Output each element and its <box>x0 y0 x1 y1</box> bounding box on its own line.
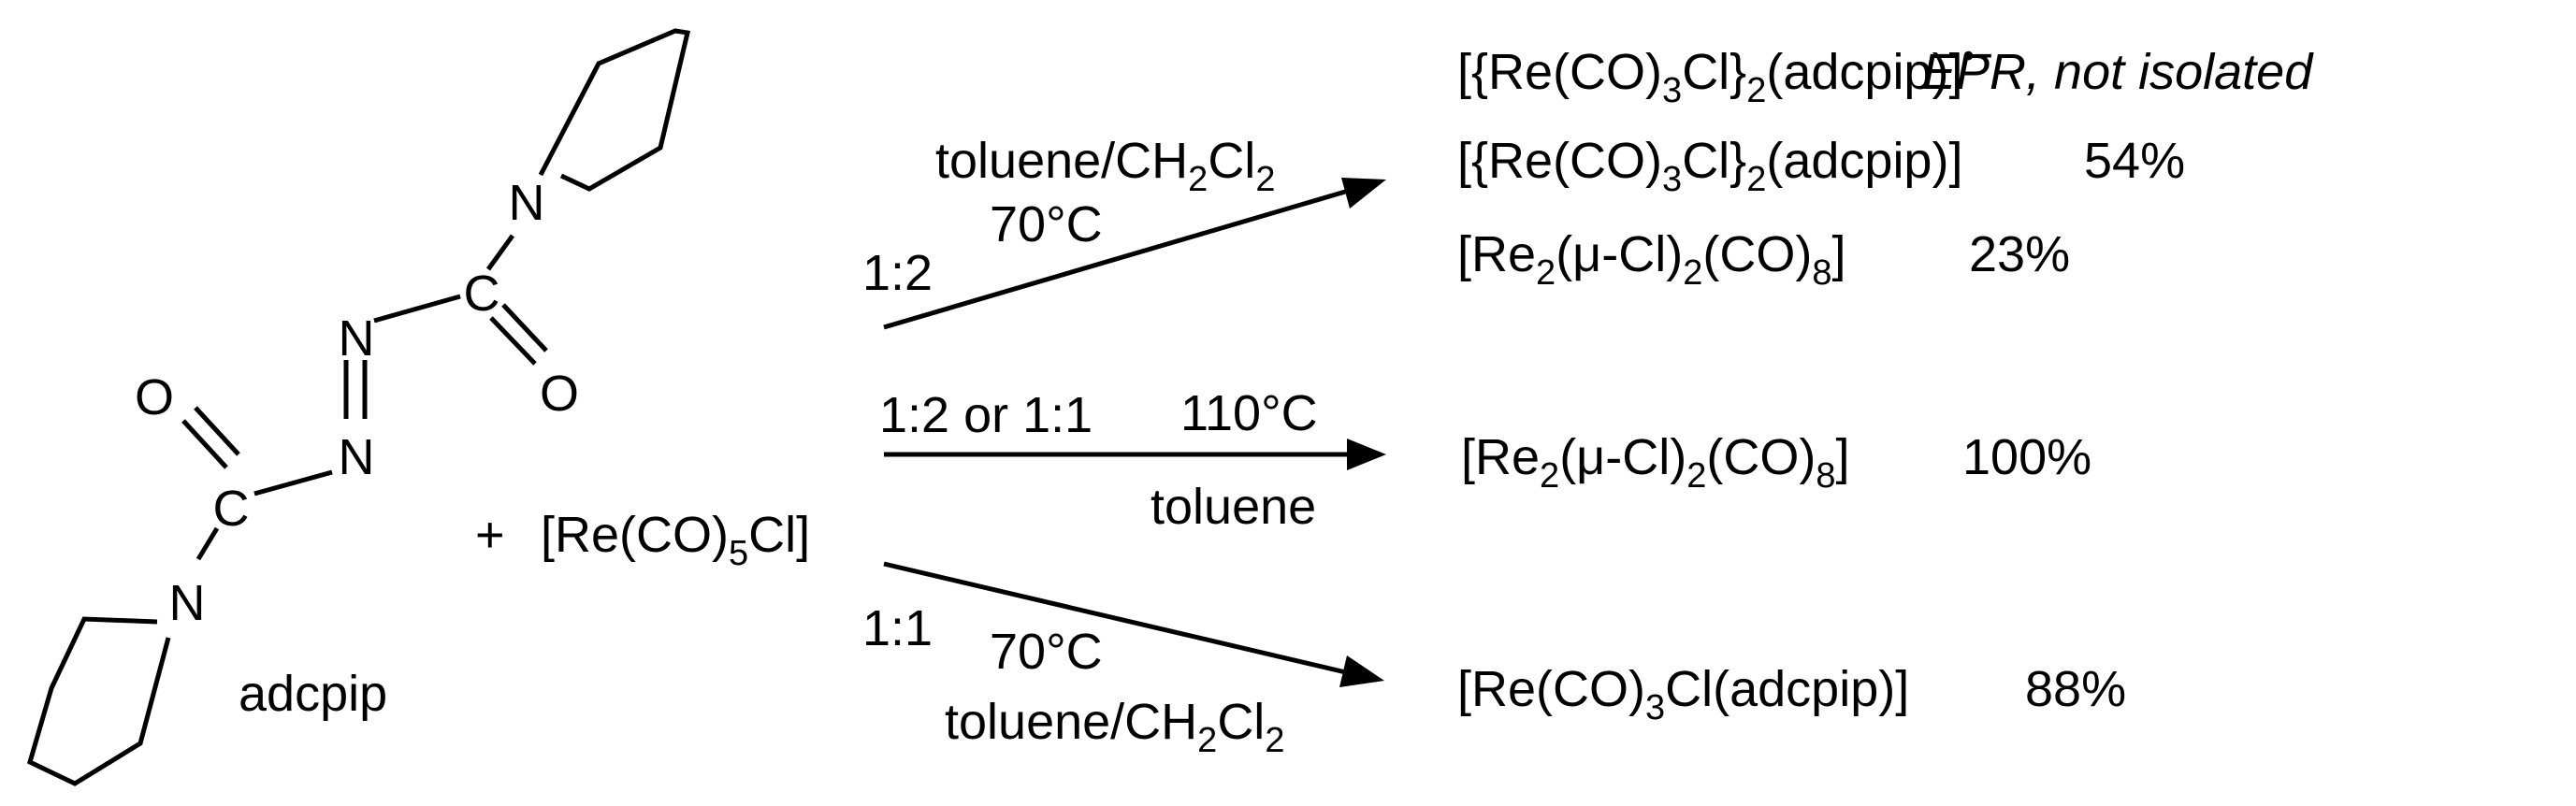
top-route-ratio: 1:2 <box>862 245 933 301</box>
bond-cbottom-obottom-1 <box>181 419 228 469</box>
top-route-solvent: toluene/CH2Cl2 <box>935 133 1275 199</box>
reaction-arrow-top <box>883 178 1386 330</box>
middle-route-temperature: 110°C <box>1180 385 1318 441</box>
reaction-arrow-middle <box>884 439 1386 470</box>
atom-n-azo-top: N <box>339 310 375 367</box>
atom-n-bottom: N <box>169 575 206 631</box>
bond-ctop-otop-1 <box>489 316 537 366</box>
atom-c-bottom: C <box>213 481 250 537</box>
rhenium-dimer-top-yield: 23% <box>1969 226 2070 282</box>
rhenium-pentacarbonyl-chloride: [Re(CO)5Cl] <box>541 507 810 573</box>
bond-cbottom-obottom-2 <box>194 406 240 456</box>
ligand-name-label: adcpip <box>239 666 387 722</box>
atom-o-top: O <box>540 366 579 422</box>
radical-anion-note: EPR, not isolated <box>1922 44 2314 100</box>
bond-ctop-otop-2 <box>501 303 548 353</box>
atom-o-bottom: O <box>135 369 174 425</box>
product-mononuclear-complex: [Re(CO)3Cl(adcpip)] <box>1457 661 1909 727</box>
dinuclear-complex-yield: 54% <box>2084 133 2185 189</box>
mononuclear-complex-yield: 88% <box>2025 661 2126 717</box>
adcpip-structure <box>27 28 691 786</box>
bond-ntop-ctop <box>485 234 515 271</box>
product-dinuclear-complex: [{Re(CO)3Cl}2(adcpip)] <box>1457 133 1962 199</box>
rhenium-dimer-middle-yield: 100% <box>1962 429 2091 485</box>
bottom-route-solvent: toluene/CH2Cl2 <box>945 694 1284 760</box>
middle-route-ratio: 1:2 or 1:1 <box>879 387 1093 443</box>
atom-n-top: N <box>509 175 545 231</box>
bond-ctop-nazo <box>373 294 461 324</box>
plus-sign: + <box>475 507 505 563</box>
bond-cbottom-nbottom <box>195 526 220 561</box>
atom-n-azo-bottom: N <box>339 429 375 485</box>
bottom-piperidine-ring <box>27 616 171 786</box>
atom-c-top: C <box>464 266 500 322</box>
bottom-route-temperature: 70°C <box>990 624 1103 680</box>
product-radical-anion: [{Re(CO)3Cl}2(adcpip)]•− <box>1457 38 1992 110</box>
reaction-arrow-bottom <box>883 561 1384 687</box>
bottom-route-ratio: 1:1 <box>862 600 933 656</box>
product-rhenium-dimer-middle: [Re2(μ-Cl)2(CO)8] <box>1461 429 1850 496</box>
top-route-temperature: 70°C <box>990 196 1103 252</box>
middle-route-solvent: toluene <box>1151 479 1316 535</box>
top-piperidine-ring <box>538 28 691 192</box>
bond-nazo-cbottom <box>253 469 333 497</box>
product-rhenium-dimer-top: [Re2(μ-Cl)2(CO)8] <box>1457 226 1846 293</box>
